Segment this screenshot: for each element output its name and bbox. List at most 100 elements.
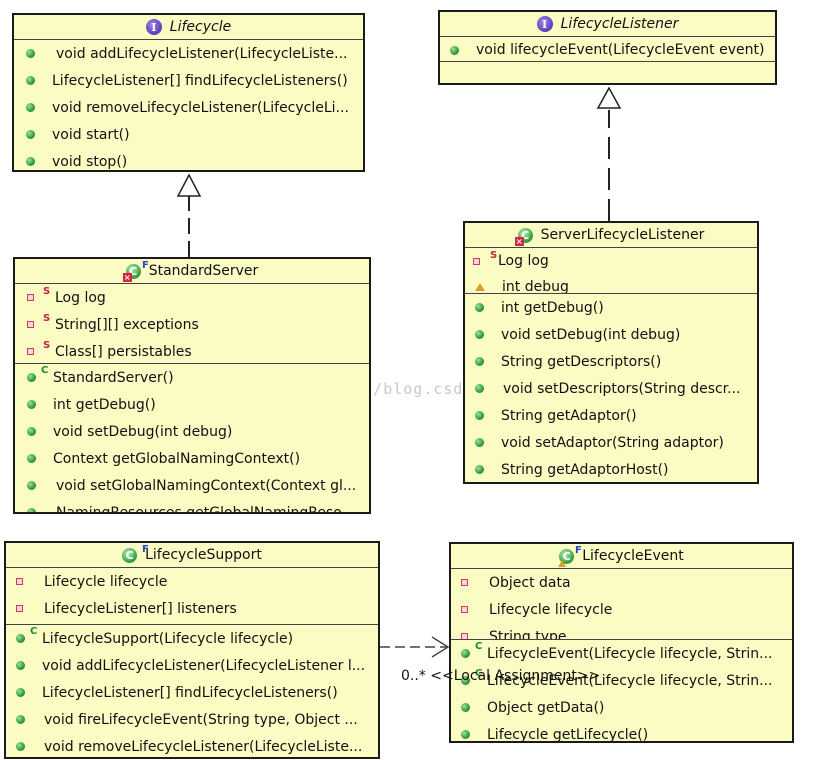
operation-row[interactable]: int getDebug() xyxy=(465,294,757,321)
public-method-icon xyxy=(461,676,470,685)
class-header: C F LifecycleSupport xyxy=(6,543,378,567)
operation-row[interactable]: void setDescriptors(String descr... xyxy=(465,375,757,402)
operation-row[interactable]: LifecycleListener[] findLifecycleListene… xyxy=(14,67,363,94)
operation-row[interactable]: void setDebug(int debug) xyxy=(465,321,757,348)
public-method-icon xyxy=(461,703,470,712)
public-method-icon xyxy=(16,688,25,697)
public-method-icon xyxy=(475,384,484,393)
operation-row[interactable]: int getDebug() xyxy=(15,391,369,418)
association-arrowhead xyxy=(431,636,450,658)
operation-row[interactable]: void removeLifecycleListener(LifecycleLi… xyxy=(6,733,378,757)
operations-section: int getDebug() void setDebug(int debug) … xyxy=(465,293,757,482)
class-lifecycle[interactable]: I Lifecycle void addLifecycleListener(Li… xyxy=(12,13,365,172)
private-field-icon xyxy=(27,348,34,355)
attribute-row[interactable]: String type xyxy=(451,623,792,639)
public-method-icon xyxy=(26,76,35,85)
public-method-icon xyxy=(475,330,484,339)
operation-row[interactable]: String getDescriptors() xyxy=(465,348,757,375)
public-method-icon xyxy=(27,373,36,382)
operation-row[interactable]: Object getData() xyxy=(451,694,792,721)
class-lifecycle-event[interactable]: C F LifecycleEvent Object data Lifecycle… xyxy=(449,542,794,743)
class-icon: C× xyxy=(122,263,141,282)
operation-row[interactable]: void addLifecycleListener(LifecycleListe… xyxy=(6,652,378,679)
public-method-icon xyxy=(16,715,25,724)
class-lifecycle-support[interactable]: C F LifecycleSupport Lifecycle lifecycle… xyxy=(4,541,380,759)
operation-row[interactable]: void setAdaptor(String adaptor) xyxy=(465,429,757,456)
public-method-icon xyxy=(475,411,484,420)
stereotype-label: <<Local Assignment>> xyxy=(430,668,601,684)
attribute-row[interactable]: LifecycleListener[] listeners xyxy=(6,595,378,622)
operation-row[interactable]: void removeLifecycleListener(LifecycleLi… xyxy=(14,94,363,121)
operation-row[interactable]: void lifecycleEvent(LifecycleEvent event… xyxy=(440,37,775,61)
class-name: LifecycleEvent xyxy=(582,548,684,564)
public-method-icon xyxy=(26,49,35,58)
public-method-icon xyxy=(27,427,36,436)
realization-arrowhead-lifecycle xyxy=(176,173,202,197)
operation-row[interactable]: void setGlobalNamingContext(Context gl..… xyxy=(15,472,369,499)
public-method-icon xyxy=(450,45,459,55)
association-label: 0..* <<Local Assignment>> xyxy=(401,668,600,684)
operation-row[interactable]: void setDebug(int debug) xyxy=(15,418,369,445)
operation-row[interactable]: Lifecycle getLifecycle() xyxy=(451,721,792,741)
operation-row[interactable]: void fireLifecycleEvent(String type, Obj… xyxy=(6,706,378,733)
class-icon: C× xyxy=(514,227,533,246)
class-header: C× F StandardServer xyxy=(15,259,369,283)
public-method-icon xyxy=(27,481,36,490)
operation-row[interactable]: Context getGlobalNamingContext() xyxy=(15,445,369,472)
operations-section: void lifecycleEvent(LifecycleEvent event… xyxy=(440,36,775,62)
public-method-icon xyxy=(26,157,35,166)
operation-row[interactable]: LifecycleListener[] findLifecycleListene… xyxy=(6,679,378,706)
attribute-row[interactable]: Lifecycle lifecycle xyxy=(451,596,792,623)
public-method-icon xyxy=(461,649,470,658)
attribute-row[interactable]: Lifecycle lifecycle xyxy=(6,568,378,595)
operation-row[interactable]: void start() xyxy=(14,121,363,148)
attribute-row[interactable]: int debug xyxy=(465,274,757,293)
attribute-row[interactable]: Object data xyxy=(451,569,792,596)
operation-row[interactable]: String getAdaptorHost() xyxy=(465,456,757,482)
protected-field-icon xyxy=(475,283,485,291)
class-name: StandardServer xyxy=(148,263,259,279)
attributes-section: Object data Lifecycle lifecycle String t… xyxy=(451,568,792,639)
public-method-icon xyxy=(16,661,25,670)
class-icon: C xyxy=(122,547,138,563)
private-field-icon xyxy=(27,321,34,328)
public-method-icon xyxy=(475,357,484,366)
public-method-icon xyxy=(26,130,35,139)
class-lifecycle-listener[interactable]: I LifecycleListener void lifecycleEvent(… xyxy=(438,10,777,85)
static-overlay-icon: × xyxy=(122,272,132,282)
operation-row[interactable]: String getAdaptor() xyxy=(465,402,757,429)
public-method-icon xyxy=(27,400,36,409)
operation-row[interactable]: void stop() xyxy=(14,148,363,170)
realization-arrowhead-lifecyclelistener xyxy=(596,86,622,109)
class-icon: C xyxy=(558,548,575,567)
class-name: LifecycleSupport xyxy=(145,547,262,563)
public-method-icon xyxy=(475,438,484,447)
public-method-icon xyxy=(26,103,35,112)
public-method-icon xyxy=(16,634,25,643)
operation-row[interactable]: void addLifecycleListener(LifecycleListe… xyxy=(14,40,363,67)
class-header: C F LifecycleEvent xyxy=(451,544,792,568)
class-name: ServerLifecycleListener xyxy=(540,227,705,243)
interface-icon: I xyxy=(536,16,553,32)
warning-overlay-icon xyxy=(558,559,567,567)
class-name: LifecycleListener xyxy=(560,16,679,32)
private-field-icon xyxy=(16,578,23,585)
operation-row[interactable]: NamingResources getGlobalNamingReso... xyxy=(15,499,369,512)
public-method-icon xyxy=(475,303,484,312)
private-field-icon xyxy=(461,579,468,586)
